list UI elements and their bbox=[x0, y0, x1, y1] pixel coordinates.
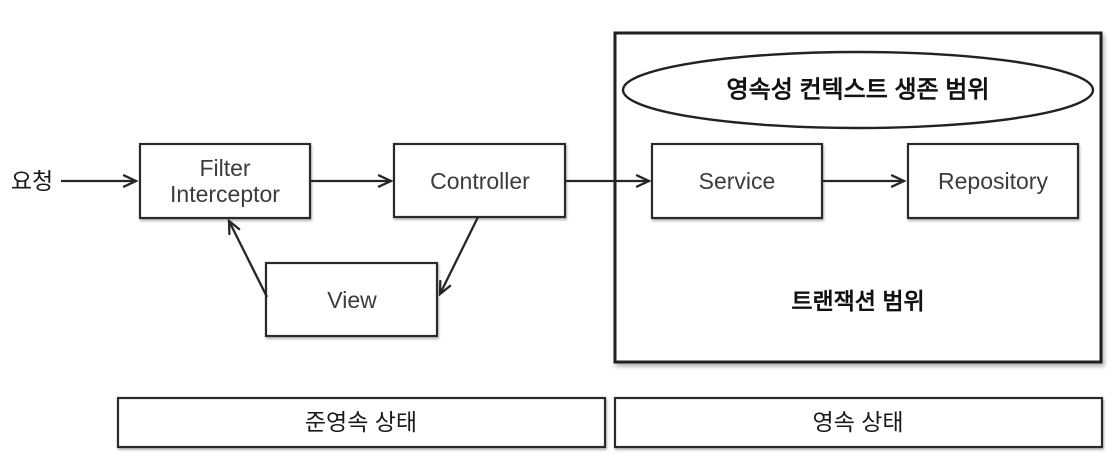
persistent-state-box bbox=[613, 396, 1104, 449]
controller-label: Controller bbox=[430, 168, 530, 194]
persistent-state-label: 영속 상태 bbox=[812, 409, 903, 435]
persistence-context-label: 영속성 컨텍스트 생존 범위 bbox=[727, 77, 990, 104]
transaction-scope-label: 트랜잭션 범위 bbox=[791, 288, 924, 314]
detached-state-label: 준영속 상태 bbox=[305, 409, 417, 435]
arrow-controller-to-service bbox=[565, 174, 652, 188]
filter-interceptor-label-line1: Filter bbox=[199, 155, 250, 181]
arrow-filter-to-controller bbox=[310, 174, 394, 188]
arrow-service-to-repository bbox=[822, 174, 907, 188]
arrow-controller-to-view bbox=[438, 216, 480, 297]
view-label: View bbox=[327, 287, 377, 313]
filter-interceptor-label-line2: Interceptor bbox=[170, 181, 280, 207]
arrow-view-to-filter bbox=[227, 218, 269, 298]
request-arrow bbox=[61, 174, 139, 188]
request-label: 요청 bbox=[11, 168, 53, 194]
view-box bbox=[264, 261, 439, 338]
service-box bbox=[650, 142, 824, 220]
persistence-context-ellipse bbox=[621, 50, 1095, 130]
repository-box bbox=[906, 142, 1080, 220]
controller-box bbox=[392, 142, 567, 219]
filter-interceptor-box bbox=[138, 142, 312, 220]
detached-state-box bbox=[116, 396, 607, 449]
service-label: Service bbox=[699, 168, 776, 194]
repository-label: Repository bbox=[938, 168, 1048, 194]
